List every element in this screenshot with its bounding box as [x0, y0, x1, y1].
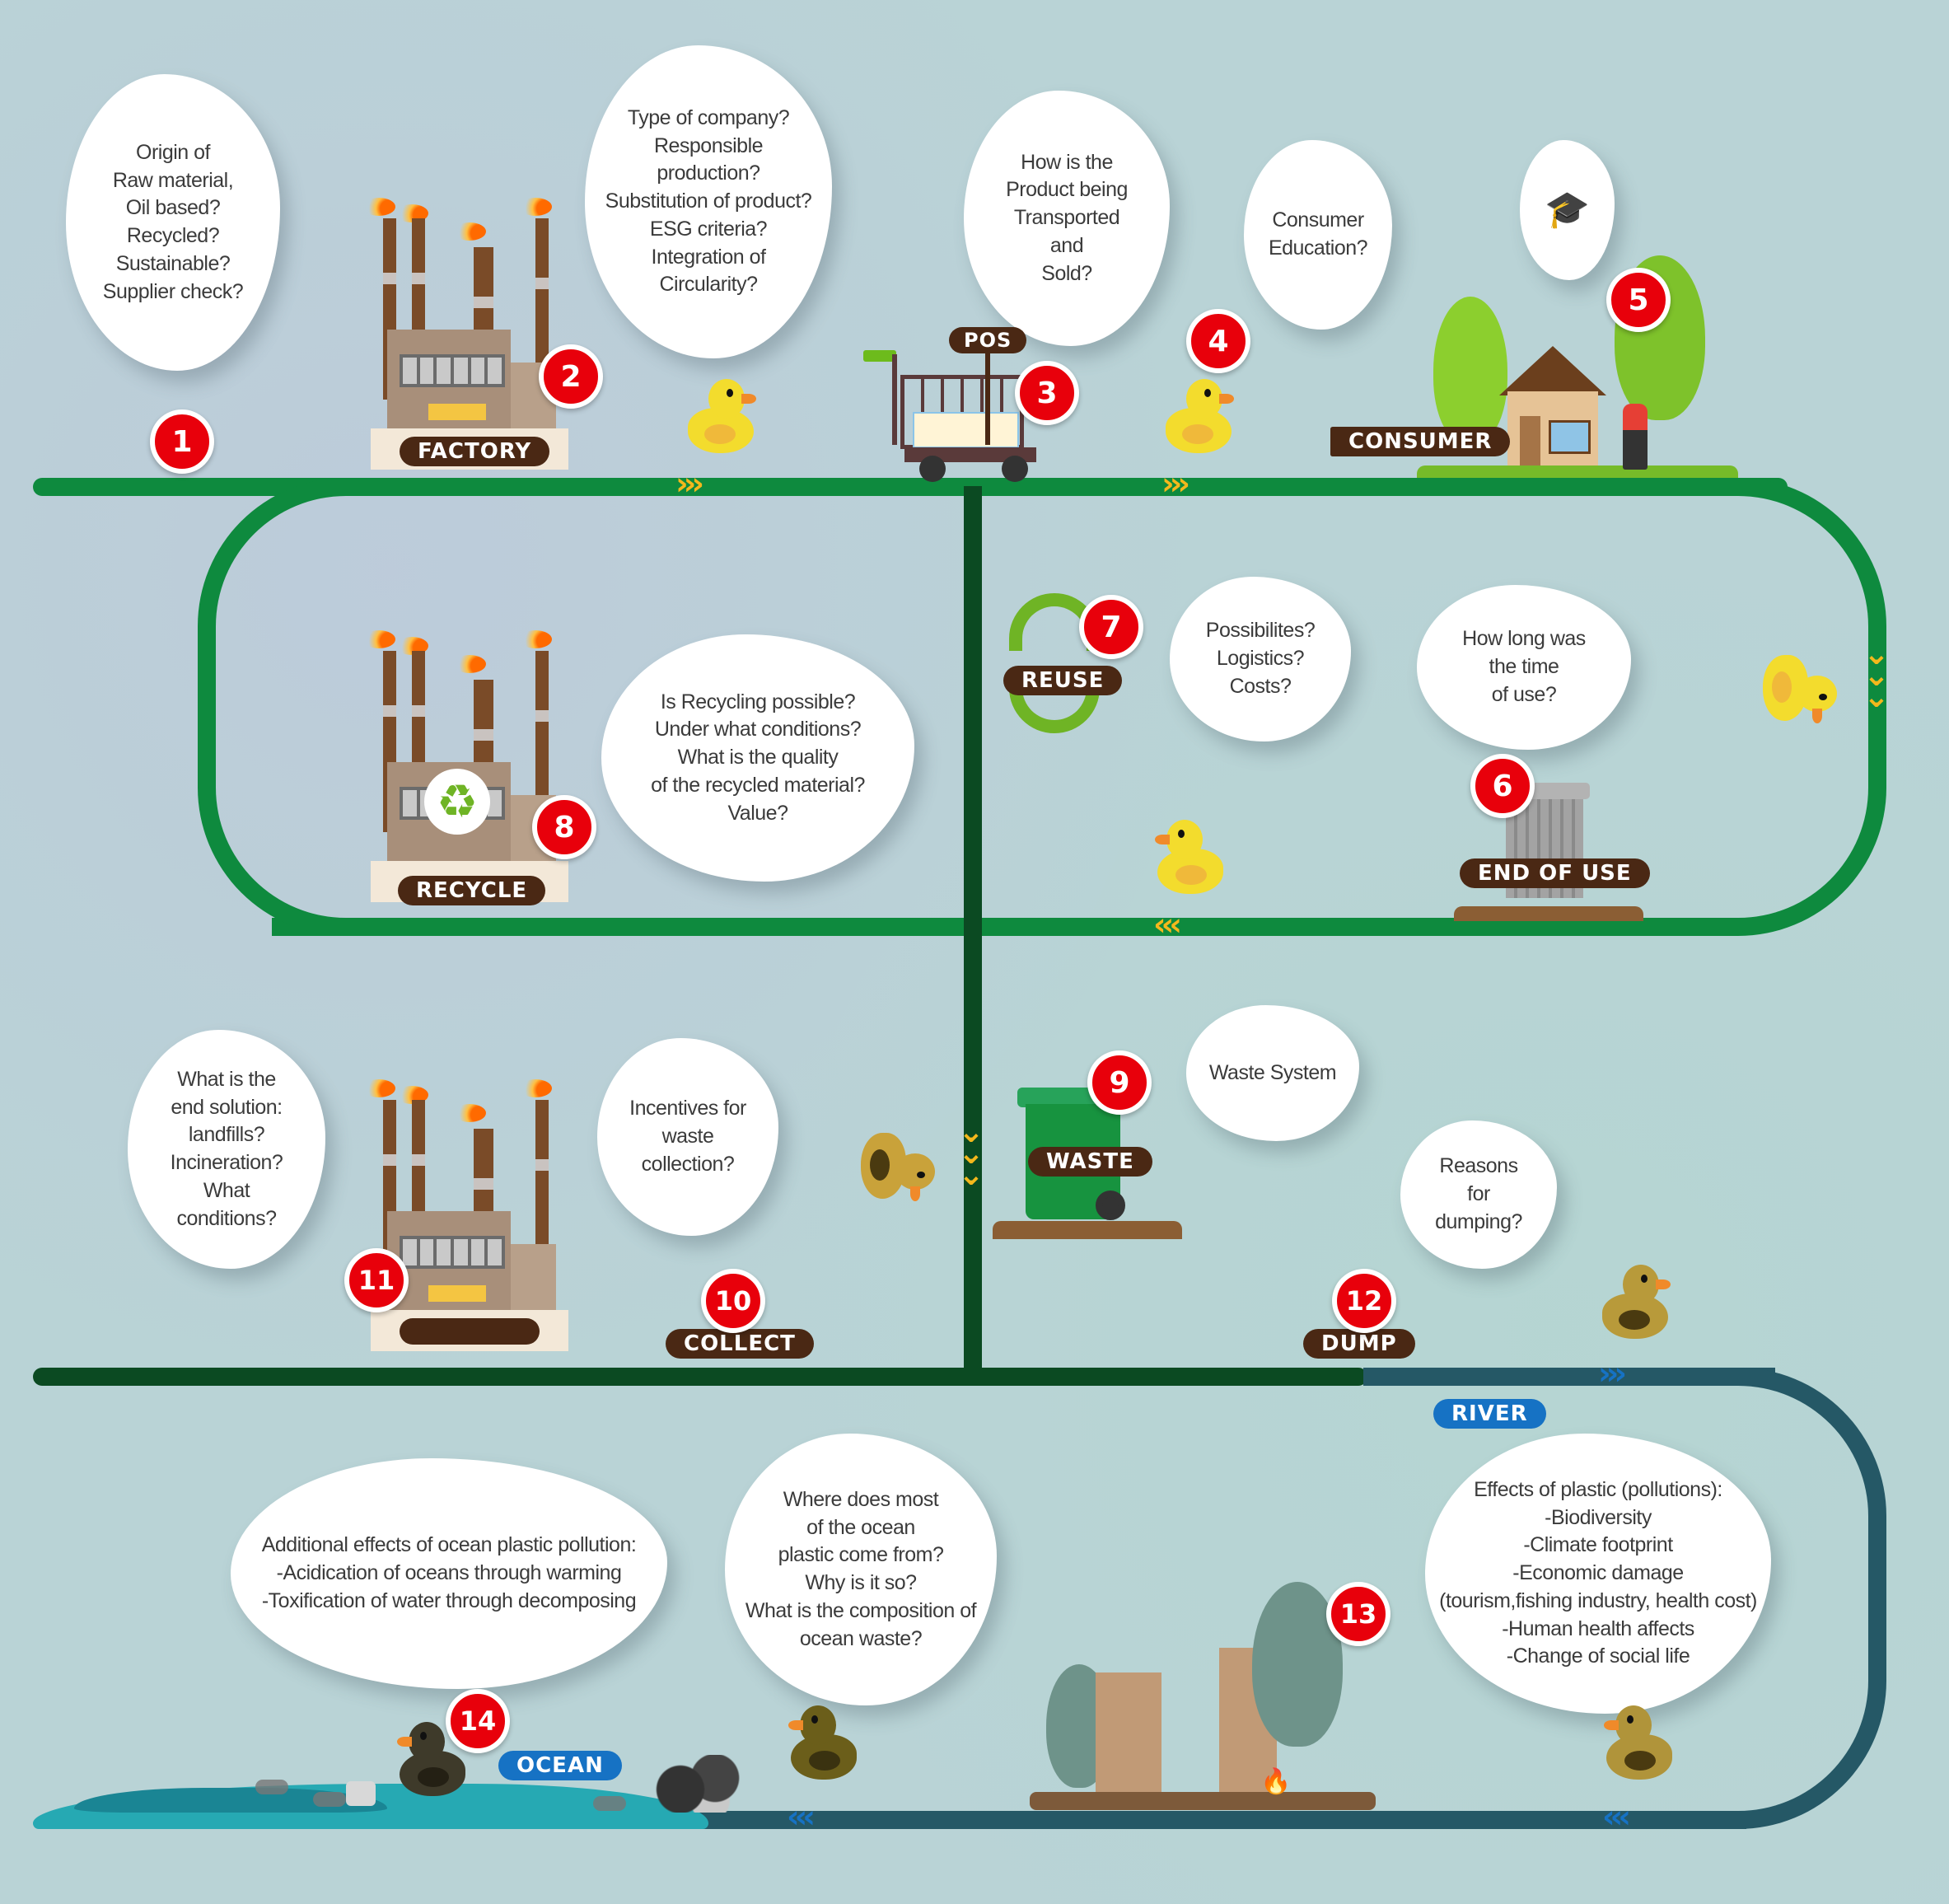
- label-consumer: CONSUMER: [1330, 427, 1511, 456]
- main-track-top: [33, 478, 1788, 496]
- shopping-cart-icon: [863, 350, 1045, 482]
- main-track-right-loop: [1631, 478, 1886, 936]
- label-pos: POS: [949, 327, 1027, 353]
- bubble-3: How is the Product being Transported and…: [964, 91, 1170, 346]
- bubble-6: How long was the time of use?: [1417, 585, 1631, 750]
- bubble-11: What is the end solution: landfills? Inc…: [128, 1030, 325, 1269]
- flow-chevron-left: ‹‹‹: [1153, 906, 1182, 943]
- label-river: RIVER: [1433, 1399, 1546, 1429]
- plastic-bottle: [255, 1780, 288, 1794]
- label-factory: FACTORY: [400, 437, 550, 466]
- flow-chevron-down: ⌄⌄⌄: [1863, 635, 1890, 714]
- step-badge-11: 11: [344, 1248, 409, 1312]
- label-dump: DUMP: [1303, 1329, 1415, 1359]
- label-end-of-use: END OF USE: [1460, 858, 1650, 888]
- flow-chevron-right: ›››: [1161, 465, 1190, 502]
- duck-icon: [787, 1705, 861, 1780]
- label-recycle: RECYCLE: [398, 876, 546, 905]
- step-badge-4: 4: [1186, 309, 1250, 373]
- bubble-ocean-source: Where does most of the ocean plastic com…: [725, 1434, 997, 1705]
- label-waste: WASTE: [1028, 1147, 1152, 1177]
- label-collect: COLLECT: [666, 1329, 814, 1359]
- step-badge-8: 8: [532, 795, 596, 859]
- duck-icon: [1161, 379, 1236, 453]
- plastic-bag: [346, 1781, 376, 1806]
- step-badge-13: 13: [1326, 1582, 1390, 1646]
- flow-chevron-right: ›››: [1598, 1355, 1627, 1392]
- factory-icon: [362, 198, 577, 470]
- bubble-1: Origin of Raw material, Oil based? Recyc…: [66, 74, 280, 371]
- bubble-9: Waste System: [1186, 1005, 1359, 1141]
- slum-icon: 🔥: [1030, 1582, 1384, 1813]
- duck-icon: [861, 1129, 935, 1203]
- bubble-8: Is Recycling possible? Under what condit…: [601, 634, 914, 882]
- bubble-7: Possibilites? Logistics? Costs?: [1170, 577, 1351, 741]
- step-badge-9: 9: [1087, 1050, 1152, 1115]
- flow-chevron-left: ‹‹‹: [1602, 1799, 1631, 1835]
- flow-chevron-down: ⌄⌄⌄: [958, 1113, 984, 1192]
- step-badge-6: 6: [1470, 754, 1535, 818]
- river-track-bottom: [675, 1811, 1746, 1829]
- recycle-symbol-icon: ♻: [424, 769, 490, 835]
- plastic-bottle: [313, 1792, 346, 1807]
- bubble-5: 🎓: [1520, 140, 1615, 280]
- duck-icon: [1602, 1705, 1676, 1780]
- step-badge-2: 2: [539, 344, 603, 409]
- step-badge-10: 10: [701, 1269, 765, 1333]
- step-badge-14: 14: [446, 1689, 510, 1753]
- step-badge-7: 7: [1079, 595, 1143, 659]
- incineration-factory-icon: [362, 1079, 577, 1351]
- bubble-14: Additional effects of ocean plastic poll…: [231, 1458, 667, 1689]
- duck-icon: [1598, 1265, 1672, 1339]
- flow-chevron-right: ›››: [675, 465, 704, 502]
- bubble-13: Effects of plastic (pollutions): -Biodiv…: [1425, 1434, 1771, 1714]
- step-badge-3: 3: [1015, 361, 1079, 425]
- fire-icon: 🔥: [1260, 1768, 1292, 1795]
- graduation-cap-icon: 🎓: [1545, 189, 1590, 231]
- main-track-middle: [272, 918, 1730, 936]
- step-badge-5: 5: [1606, 268, 1671, 332]
- couple-icon: [1623, 404, 1648, 470]
- blank-sign: [400, 1318, 540, 1345]
- duck-icon: [1763, 651, 1837, 725]
- label-ocean: OCEAN: [498, 1751, 622, 1780]
- bubble-10: Incentives for waste collection?: [597, 1038, 778, 1236]
- waste-track-vertical: [964, 486, 982, 1376]
- bubble-12: Reasons for dumping?: [1400, 1120, 1557, 1269]
- recycle-factory-icon: ♻: [362, 630, 577, 902]
- flow-chevron-left: ‹‹‹: [787, 1799, 816, 1835]
- duck-icon: [684, 379, 758, 453]
- label-reuse: REUSE: [1003, 666, 1123, 695]
- bubble-4: Consumer Education?: [1244, 140, 1392, 330]
- step-badge-1: 1: [150, 409, 214, 474]
- plastic-trash-pile: [651, 1755, 750, 1813]
- duck-icon: [1153, 820, 1227, 894]
- main-track-left-loop: [198, 478, 362, 936]
- plastic-bottle: [593, 1796, 626, 1811]
- house-icon: [1417, 255, 1746, 478]
- step-badge-12: 12: [1332, 1269, 1396, 1333]
- bubble-2: Type of company? Responsible production?…: [585, 45, 832, 358]
- waste-track-bottom: [33, 1368, 1367, 1386]
